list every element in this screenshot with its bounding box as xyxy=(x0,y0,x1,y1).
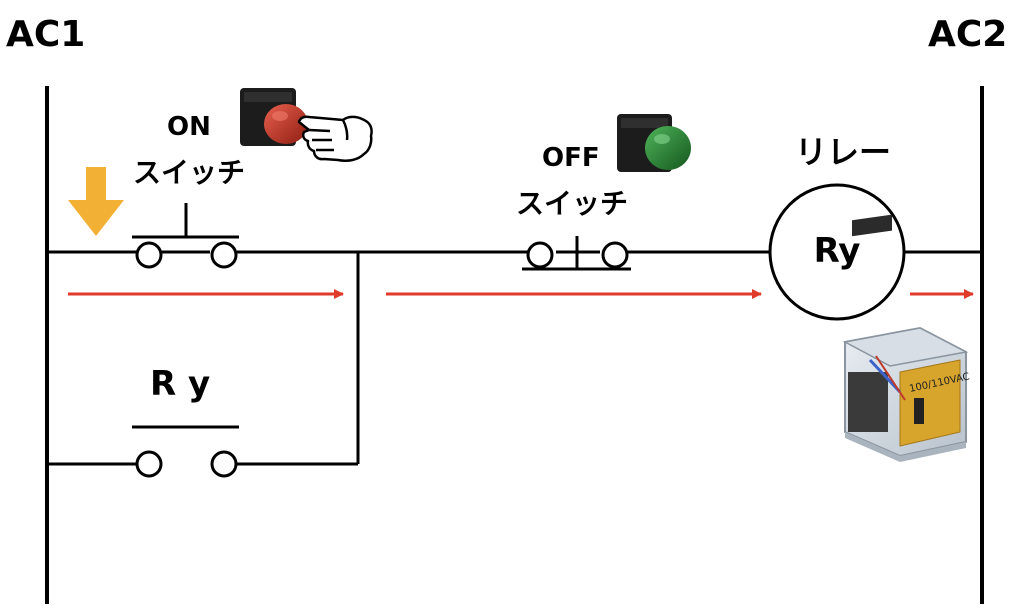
off-pushbutton-icon xyxy=(617,114,691,172)
self-hold-relay-contact xyxy=(132,425,239,478)
relay-title: リレー xyxy=(795,133,891,171)
on-state-label: ON xyxy=(167,112,211,142)
on-switch-name-label: スイッチ xyxy=(133,156,245,189)
ac2-label: AC2 xyxy=(928,14,1007,55)
relay-photo: 100/110VAC xyxy=(842,214,971,462)
off-switch-name-label: スイッチ xyxy=(516,187,628,220)
pointing-hand-icon xyxy=(297,115,373,162)
off-state-label: OFF xyxy=(542,143,600,173)
off-switch-contact[interactable] xyxy=(522,236,631,271)
on-pushbutton-icon xyxy=(240,88,308,146)
relay-coil-label: Ry xyxy=(814,231,861,271)
self-hold-contact-label: R y xyxy=(150,364,210,404)
down-arrow-icon xyxy=(68,167,124,236)
ac1-label: AC1 xyxy=(6,14,85,55)
on-switch-contact[interactable] xyxy=(132,203,239,269)
